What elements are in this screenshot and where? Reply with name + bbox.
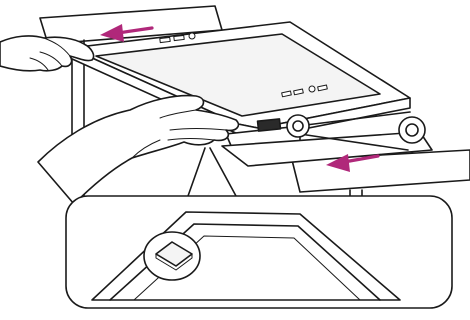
detail-callout xyxy=(66,196,452,308)
right-hand-icon xyxy=(38,96,238,204)
stand-hinge-right xyxy=(399,117,425,143)
callout-leader xyxy=(188,148,236,196)
left-hand-icon xyxy=(0,36,94,71)
stand-hinge-left xyxy=(287,115,309,137)
release-latch-icon xyxy=(144,232,200,280)
